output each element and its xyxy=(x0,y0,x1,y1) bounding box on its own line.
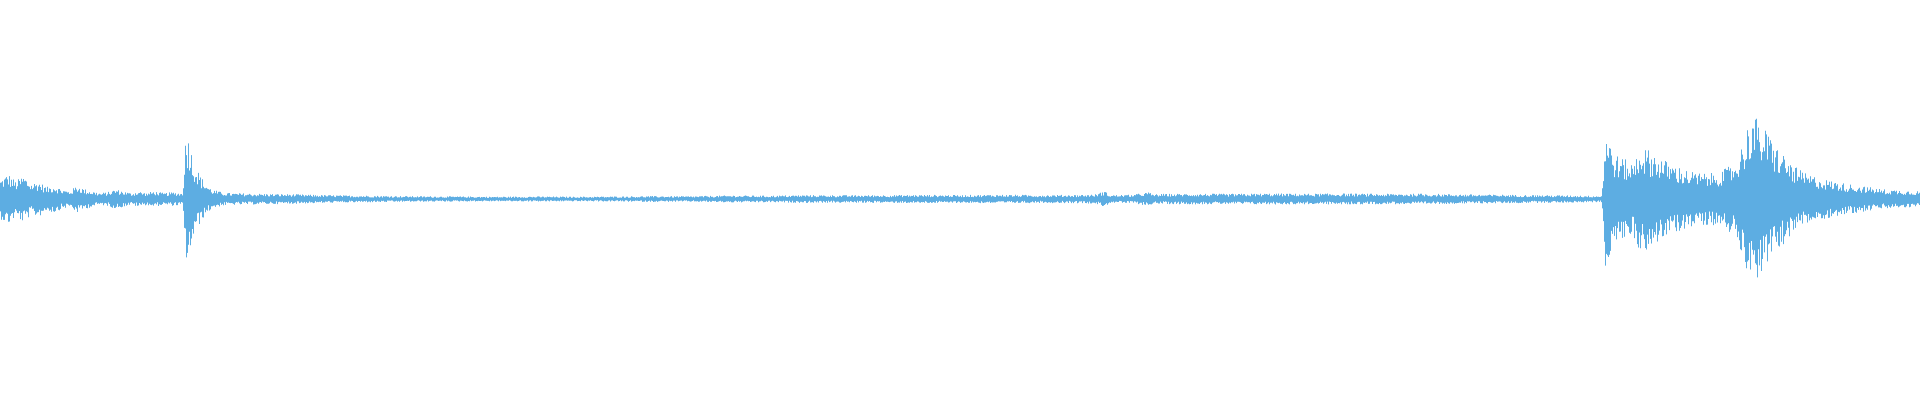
waveform-samples xyxy=(0,118,1920,278)
waveform-path xyxy=(0,118,1920,278)
